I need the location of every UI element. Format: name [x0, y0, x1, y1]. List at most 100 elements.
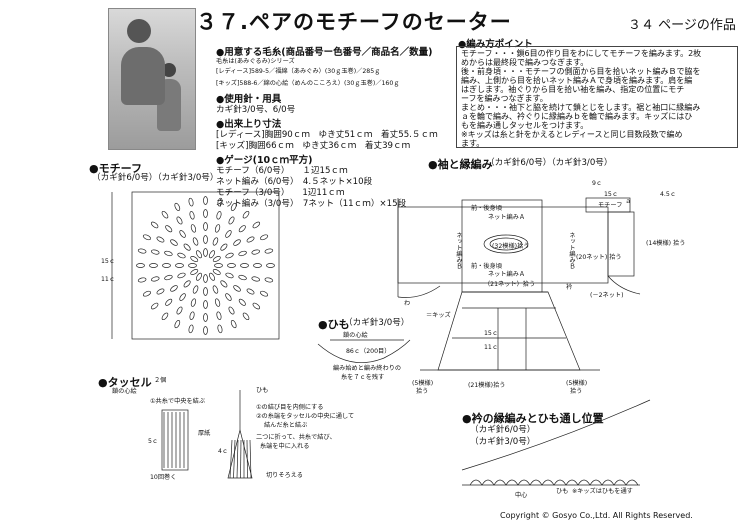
neck-label: 衿 [566, 284, 573, 291]
motif-petal [212, 256, 221, 262]
motif-petal [242, 210, 250, 219]
motif-petal [161, 210, 169, 219]
tassel-sub: 鎖の心絵 [112, 388, 137, 395]
materials-heading: ●用意する毛糸(商品番号ー色番号／商品名／数量) [216, 47, 433, 58]
tassel-step-4: 結んだ糸と結ぶ [264, 422, 308, 429]
tip-line: モチーフ・・・鎖6目の作り目をわにしてモチーフを編みます。2枚 [461, 49, 702, 58]
bottom-right-pickup: 拾う [570, 388, 583, 395]
motif-petal [212, 285, 219, 294]
motif-heading: ●モチーフ [89, 162, 142, 175]
kids-legend: ＝キッズ [426, 312, 451, 319]
motif-petal [175, 263, 184, 268]
motif-petal [225, 252, 234, 259]
tip-line: 編み、上側から目を拾いネット編みＡで身頃を編みます。肩を編 [461, 76, 693, 85]
net-a-pickup: （21ネット）拾う [484, 281, 536, 288]
motif-petal [246, 236, 255, 243]
motif-petal [149, 263, 158, 268]
sleeve-motif-label: モチーフ [598, 202, 623, 209]
motif-petal [220, 280, 228, 288]
himo-length: 86ｃ（200目） [346, 348, 391, 355]
tassel-step-5: 二つに折って、共糸で結び、 [256, 434, 336, 441]
gauge-heading: ●ゲージ(10ｃｍ平方) [216, 155, 313, 166]
motif-petal [142, 234, 151, 241]
sleeve-needle: （カギ針6/0号）（カギ針3/0号） [486, 158, 613, 168]
tassel-count: ２個 [154, 377, 167, 384]
himo-note-2: 糸を７ｃを残す [341, 374, 385, 381]
sleeve-pickup-2: (20ネット) 拾う [576, 254, 622, 261]
motif-petal [177, 252, 186, 259]
motif-size-11: 11ｃ [101, 276, 116, 283]
collar-scallop [505, 479, 519, 486]
body-bottom [437, 291, 581, 371]
motif-petal [251, 276, 260, 282]
motif-petal [238, 225, 246, 233]
motif-petal [203, 209, 208, 218]
motif-petal [176, 216, 183, 225]
himo-note-1: 編み始めと編み終わりの [333, 365, 402, 372]
tassel-strand [249, 439, 252, 479]
tip-line: もを編み通しタッセルをつけます。 [461, 121, 589, 130]
motif-petal [179, 230, 186, 238]
motif-petal [192, 285, 199, 294]
motif-petal [216, 211, 222, 220]
tassel-step-6: 糸端を中に入れる [260, 443, 310, 450]
neckline-oval [483, 234, 529, 254]
motif-petal [240, 263, 249, 268]
motif-petal [253, 263, 262, 268]
motif-petal [189, 211, 195, 220]
motif-petal [188, 263, 197, 268]
motif-petal [150, 221, 159, 229]
motif-petal [165, 225, 173, 233]
collar-scallop [601, 479, 615, 486]
motif-petal [209, 250, 215, 259]
motif-petal [264, 248, 274, 254]
tassel-cardboard-rect [161, 409, 189, 471]
motif-petal [179, 293, 186, 301]
himo-cord [317, 339, 411, 364]
collar-scallop [493, 479, 507, 486]
motif-petal [220, 243, 228, 251]
body-center [461, 199, 543, 293]
tools-text: カギ針3/0号、6/0号 [216, 105, 296, 115]
motif-petal [214, 224, 221, 233]
collar-note: ※キッズはひもを通す [572, 488, 633, 495]
motif-petal [190, 269, 199, 275]
motif-petal [260, 290, 269, 297]
waist-label: (－2ネット) [590, 292, 624, 299]
motif-petal [137, 277, 147, 283]
model-photo [108, 8, 196, 150]
net-a-label-2: ネット編みＡ [488, 271, 526, 278]
collar-pickup: (32模様)拾う [492, 243, 530, 250]
motif-petal [212, 237, 219, 246]
motif-petal [164, 250, 173, 257]
motif-petal [209, 272, 215, 281]
tassel-body [227, 429, 253, 479]
collar-scallop [565, 479, 579, 486]
collar-scallop [517, 479, 531, 486]
tip-line: 後・前身頃・・・モチーフの側面から目を拾いネット編みＢで脇を [461, 67, 701, 76]
motif-petal [183, 280, 191, 288]
motif-petal [151, 276, 160, 282]
collar-scallop [613, 479, 627, 486]
tip-line: めからは最終段で編みつなぎます。 [461, 58, 589, 67]
motif-petal [217, 197, 223, 207]
bottom-left: (5模様) [412, 380, 434, 387]
dim-wa: わ [404, 300, 411, 307]
size-heading: ●出来上り寸法 [216, 119, 282, 130]
collar-center: 中心 [515, 492, 528, 499]
tassel-step-3: ②の糸端をタッセルの中央に通して [256, 413, 355, 420]
motif-petals [136, 196, 275, 335]
tips-box: モチーフ・・・鎖6目の作り目をわにしてモチーフを編みます。2枚めからは最終段で編… [456, 46, 738, 148]
motif-petal [246, 288, 255, 295]
motif-petal [266, 263, 275, 268]
collar-scallop [625, 479, 639, 486]
motif-petal [217, 324, 223, 334]
gauge-line-1: モチーフ（6/0号） １辺15ｃｍ [216, 166, 348, 176]
motif-petal [252, 302, 261, 310]
motif-petal [227, 263, 236, 268]
tassel-himo-label: ひも [256, 387, 269, 394]
himo-sub: 鎖の心絵 [343, 332, 368, 339]
materials-kids: [キッズ]588-6／綿の心絵（めんのこころえ）(30ｇ玉巻)／160ｇ [216, 80, 400, 87]
tassel-wrap: 10回巻く [150, 474, 177, 481]
